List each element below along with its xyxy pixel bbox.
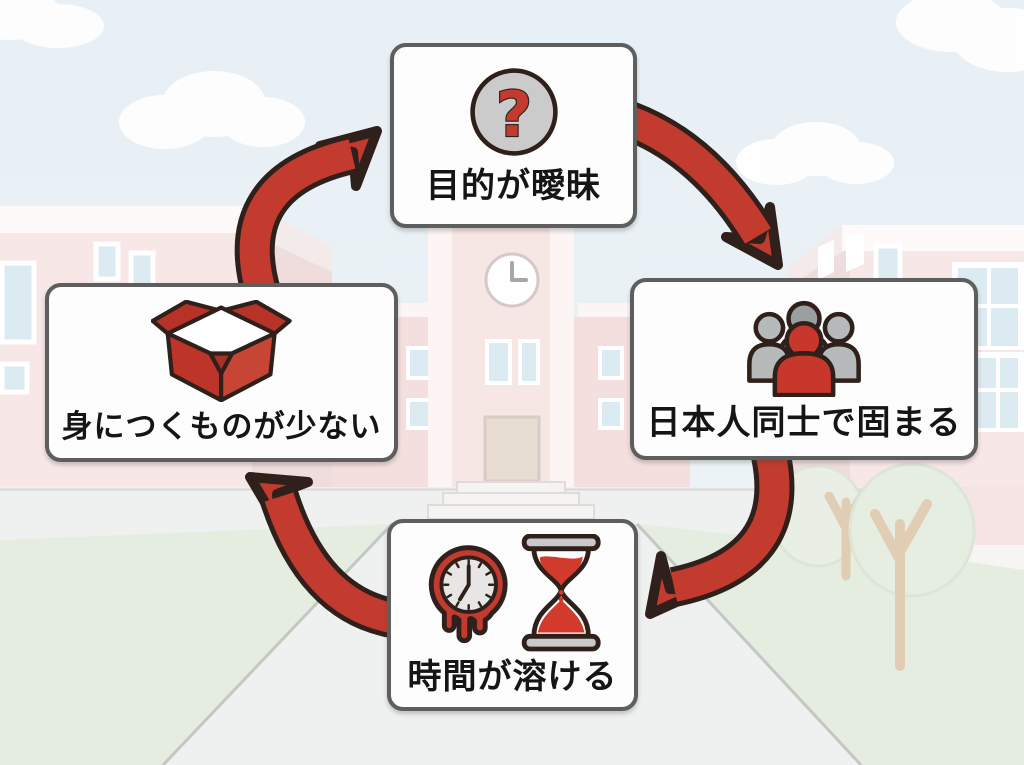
question-mark-glyph: ? xyxy=(495,78,531,151)
melting-clock-and-hourglass-icon xyxy=(428,533,601,652)
node-top: ? 目的が曖昧 xyxy=(390,43,637,228)
node-label: 目的が曖昧 xyxy=(426,165,601,206)
node-label: 時間が溶ける xyxy=(407,656,618,697)
cloud xyxy=(0,0,1024,185)
tree xyxy=(770,462,976,671)
node-right: 日本人同士で固まる xyxy=(630,278,978,460)
node-bottom: 時間が溶ける xyxy=(387,519,638,711)
node-left: 身につくものが少ない xyxy=(45,283,398,462)
node-label: 身につくものが少ない xyxy=(61,409,382,446)
arrow-right-to-bottom xyxy=(645,451,795,619)
arrow-bottom-to-left xyxy=(245,472,397,638)
arrow-top-to-right xyxy=(622,102,783,270)
lawn xyxy=(0,524,390,765)
school-steps xyxy=(427,481,595,520)
open-empty-box-icon xyxy=(150,300,292,403)
people-group-icon xyxy=(747,301,861,398)
question-mark-circle-icon: ? xyxy=(469,68,558,156)
melting-clock-icon xyxy=(428,545,508,643)
arrow-left-to-top xyxy=(234,126,382,301)
hourglass-icon xyxy=(521,533,601,652)
node-label: 日本人同士で固まる xyxy=(646,403,962,444)
